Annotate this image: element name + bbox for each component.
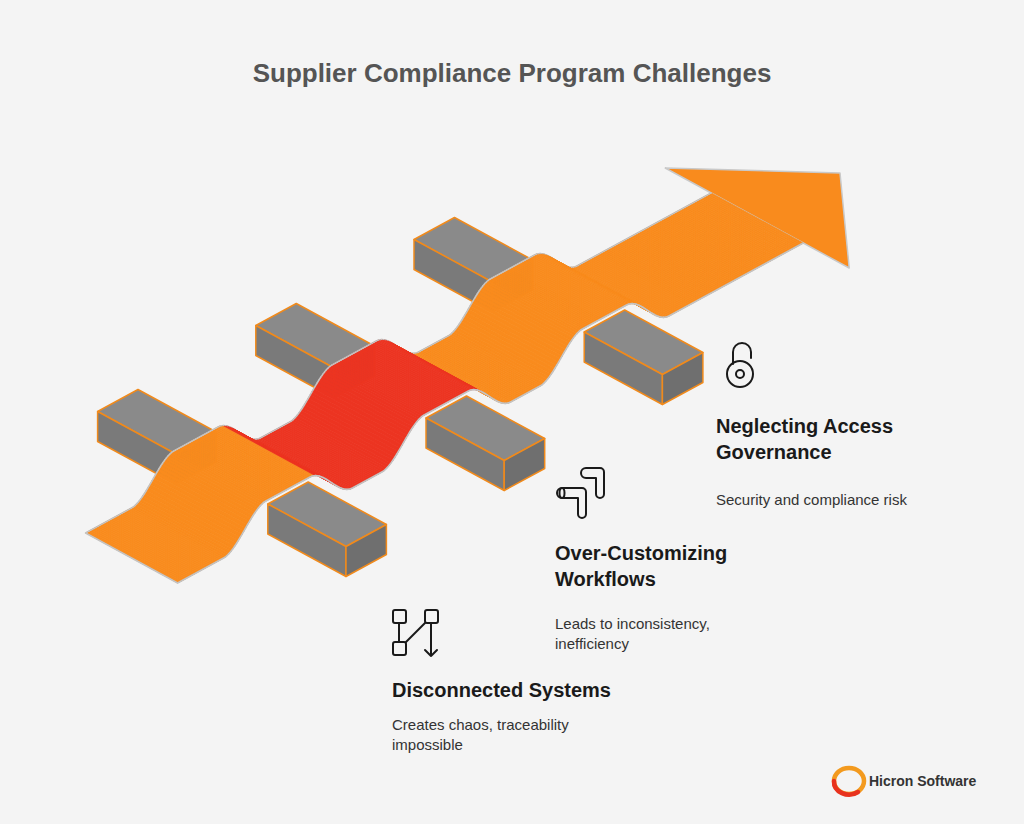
flow-square <box>393 610 406 623</box>
flow-line <box>398 623 400 642</box>
challenge-description: Security and compliance risk <box>716 490 996 510</box>
bar-face <box>662 353 703 405</box>
ribbon <box>86 193 804 583</box>
title: Supplier Compliance Program Challenges <box>0 58 1024 89</box>
ribbon-edge <box>86 533 178 583</box>
flow-square <box>425 610 438 623</box>
ribbon-strip <box>97 526 191 577</box>
bar-front <box>268 482 387 577</box>
flowchart-icon <box>393 610 438 656</box>
workflow-icon <box>557 468 604 518</box>
bar-front <box>426 396 545 491</box>
ribbon-strip <box>91 529 185 580</box>
challenge-description: Creates chaos, traceability impossible <box>392 715 607 755</box>
arrow-illustration <box>86 168 850 583</box>
ribbon-strip <box>86 532 180 583</box>
logo-ring <box>834 768 864 794</box>
logo-text: Hicron Software <box>869 772 1009 790</box>
ribbon-edge <box>178 582 180 583</box>
flow-line <box>406 623 425 642</box>
challenge-description: Leads to inconsistency, inefficiency <box>555 614 760 654</box>
ribbon-strip <box>89 530 183 581</box>
pipe-shape <box>581 468 604 498</box>
bar-face <box>426 418 504 491</box>
flow-arrow <box>425 623 437 656</box>
ribbon-strip <box>95 527 189 578</box>
pipe-shape <box>557 488 586 518</box>
lock-body <box>727 361 753 387</box>
logo-mark <box>834 768 864 795</box>
ribbon-strip <box>93 528 187 579</box>
icons <box>393 343 753 656</box>
bar-face <box>584 332 662 405</box>
bar-face <box>504 439 545 491</box>
bar-face <box>268 504 346 577</box>
challenge-heading: Neglecting Access Governance <box>716 413 941 465</box>
lock-icon <box>727 343 753 387</box>
ribbon-strip <box>87 531 181 582</box>
pipe-end <box>560 488 565 498</box>
bar-face <box>346 525 386 577</box>
lock-keyhole <box>736 370 744 378</box>
ribbon-strip <box>99 525 193 576</box>
flow-square <box>393 642 406 655</box>
challenge-heading: Disconnected Systems <box>392 677 692 703</box>
bar-front <box>584 310 703 405</box>
challenge-heading: Over-Customizing Workflows <box>555 540 770 592</box>
logo-ring-accent <box>834 781 858 795</box>
